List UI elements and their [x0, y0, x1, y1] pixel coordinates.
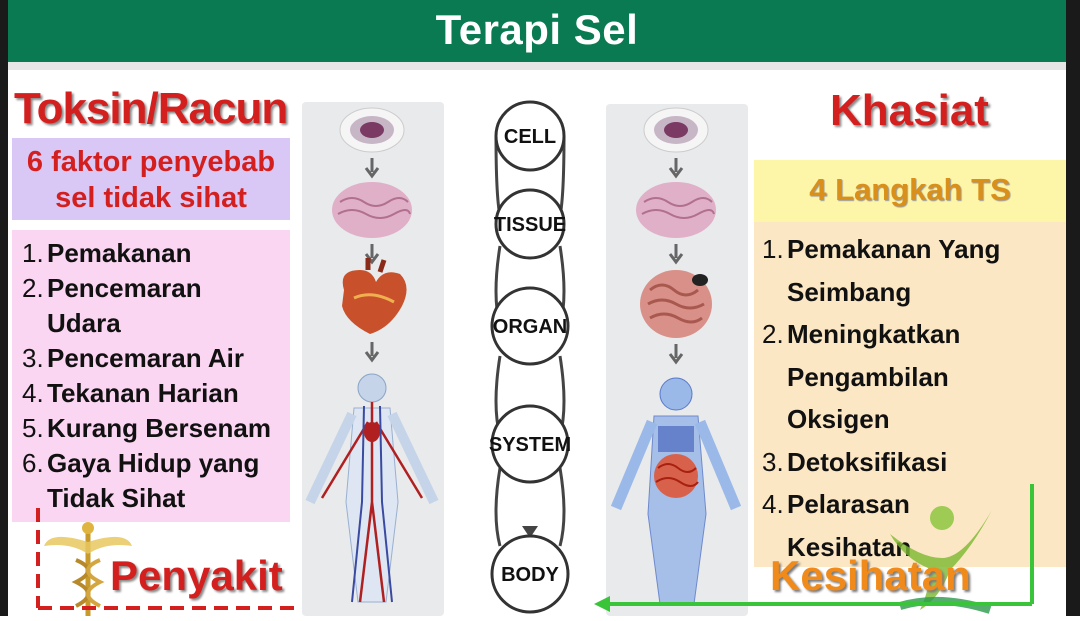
stage-label-system: SYSTEM	[489, 434, 571, 456]
health-path-arrow	[594, 484, 1034, 612]
factors-heading-line1: 6 faktor penyebab	[26, 146, 276, 178]
steps-heading: 4 Langkah TS	[809, 172, 1011, 207]
left-frame	[0, 0, 8, 616]
body-stage	[490, 534, 570, 614]
steps-list: 1.Pemakanan Yang Seimbang 2.Meningkatkan…	[762, 228, 1062, 568]
steps-heading-box: 4 Langkah TS	[754, 160, 1066, 222]
list-item: 1.Pemakanan	[22, 238, 192, 268]
intestine-icon	[640, 270, 712, 338]
steps-list-box	[754, 222, 1066, 567]
cell-icon	[339, 107, 405, 153]
stage-label-body: BODY	[501, 564, 559, 586]
stage-label-cell: CELL	[504, 126, 556, 148]
stage-label-organ: ORGAN	[493, 316, 567, 338]
right-frame	[1066, 0, 1080, 616]
list-item: 3.Pencemaran Air	[22, 343, 245, 373]
toxin-progression-illustration	[305, 107, 439, 603]
left-image-panel	[302, 102, 444, 616]
cell-stage	[494, 100, 566, 172]
system-stage	[490, 404, 570, 484]
list-item-continuation: Oksigen	[787, 404, 890, 434]
disease-label: Penyakit	[110, 552, 283, 599]
list-item-continuation: Seimbang	[787, 276, 912, 307]
list-item: 5.Kurang Bersenam	[22, 413, 271, 443]
tissue-icon	[332, 182, 412, 238]
stage-label-tissue: TISSUE	[494, 214, 566, 236]
list-item: 4.Tekanan Harian	[22, 378, 239, 408]
list-item: 6.Gaya Hidup yang	[22, 448, 260, 478]
heart-icon	[342, 258, 407, 334]
factors-list-box	[12, 230, 290, 522]
list-item: 3.Detoksifikasi	[762, 446, 948, 477]
list-item-continuation: Pengambilan	[787, 361, 949, 392]
cell-to-body-diagram: CELL TISSUE ORGAN SYSTEM BODY	[489, 100, 571, 614]
list-item: 2.Meningkatkan	[762, 319, 961, 349]
circulatory-system-icon	[305, 373, 439, 603]
list-item-continuation: Udara	[47, 308, 121, 338]
toxin-title: Toksin/Racun	[14, 84, 288, 133]
header-shadow	[8, 62, 1066, 70]
health-progression-illustration	[610, 107, 742, 605]
list-item-continuation: Kesihatan	[787, 531, 912, 562]
tissue-stage	[494, 188, 566, 260]
tissue-icon	[636, 182, 716, 238]
factors-heading-line2: sel tidak sihat	[55, 182, 247, 214]
factors-list: 1.Pemakanan 2.Pencemaran Udara 3.Pencema…	[22, 236, 292, 516]
list-item-continuation: Tidak Sihat	[47, 483, 186, 513]
factors-heading: 6 faktor penyebab sel tidak sihat	[12, 144, 290, 216]
factors-box: 6 faktor penyebab sel tidak sihat	[12, 138, 290, 220]
page-title: Terapi Sel	[435, 6, 639, 53]
list-item: 2.Pencemaran	[22, 273, 202, 303]
benefits-title: Khasiat	[830, 86, 989, 135]
health-label: Kesihatan	[770, 552, 971, 599]
list-item: 1.Pemakanan Yang	[762, 234, 1001, 264]
right-image-panel	[606, 104, 748, 616]
organ-stage	[490, 286, 570, 366]
cell-icon	[643, 107, 709, 153]
list-item: 4.Pelarasan	[762, 489, 910, 519]
caduceus-icon	[44, 522, 132, 616]
header-bar: Terapi Sel	[8, 0, 1066, 62]
